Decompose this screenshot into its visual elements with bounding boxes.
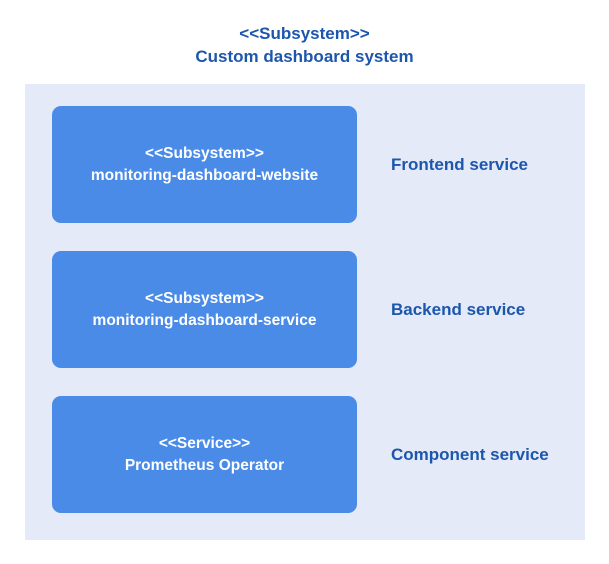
box-stereotype: <<Subsystem>> — [145, 144, 264, 162]
box-stereotype: <<Subsystem>> — [145, 289, 264, 307]
backend-service-row: <<Subsystem>> monitoring-dashboard-servi… — [52, 251, 585, 368]
box-name: monitoring-dashboard-website — [90, 166, 319, 184]
diagram-title: <<Subsystem>> Custom dashboard system — [0, 22, 609, 68]
box-name: Prometheus Operator — [124, 456, 285, 474]
component-service-row: <<Service>> Prometheus Operator Componen… — [52, 396, 585, 513]
diagram-title-stereotype: <<Subsystem>> — [239, 24, 370, 43]
component-service-box: <<Service>> Prometheus Operator — [52, 396, 357, 513]
diagram-title-name: Custom dashboard system — [195, 47, 414, 66]
box-name: monitoring-dashboard-service — [92, 311, 317, 329]
frontend-service-label: Frontend service — [391, 154, 528, 174]
backend-service-box: <<Subsystem>> monitoring-dashboard-servi… — [52, 251, 357, 368]
subsystem-container: <<Subsystem>> monitoring-dashboard-websi… — [25, 84, 585, 540]
box-stereotype: <<Service>> — [158, 434, 251, 452]
component-service-label: Component service — [391, 444, 549, 464]
backend-service-label: Backend service — [391, 299, 526, 319]
frontend-service-box: <<Subsystem>> monitoring-dashboard-websi… — [52, 106, 357, 223]
frontend-service-row: <<Subsystem>> monitoring-dashboard-websi… — [52, 106, 585, 223]
